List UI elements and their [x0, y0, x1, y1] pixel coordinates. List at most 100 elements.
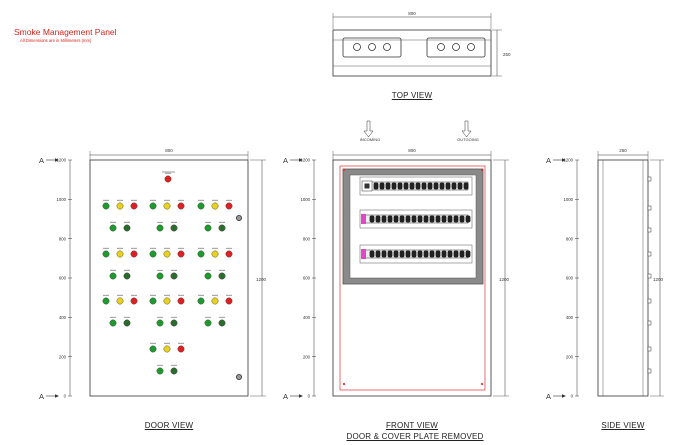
lamp-icon	[177, 202, 185, 210]
indicator-lamp	[156, 364, 164, 375]
scale-tick-label: 1200	[56, 158, 66, 163]
top-gland-hole	[467, 43, 475, 51]
lamp-icon	[123, 319, 131, 327]
indicator-lamp	[177, 199, 185, 210]
lamp-icon	[156, 272, 164, 280]
section-arrow-icon	[55, 158, 59, 162]
incoming-arrow-icon	[363, 120, 374, 138]
lamp-icon	[149, 345, 157, 353]
lamp-icon	[218, 319, 226, 327]
indicator-lamp	[204, 269, 212, 280]
terminal-block	[429, 215, 435, 223]
top-gland-plate-right	[426, 37, 486, 58]
fixing-point	[480, 168, 484, 172]
scale-tick-label: 200	[59, 354, 67, 359]
indicator-lamp	[197, 294, 205, 305]
terminal-block	[405, 250, 411, 258]
door-lock-icon	[235, 214, 242, 221]
lamp-icon	[197, 202, 205, 210]
terminal-block	[423, 215, 429, 223]
outgoing-label: OUTGOING	[457, 137, 479, 142]
indicator-lamp	[116, 247, 124, 258]
indicator-lamp	[156, 269, 164, 280]
indicator-lamp	[163, 342, 171, 353]
top-gland-plate-left	[342, 37, 402, 58]
terminal-block	[435, 250, 441, 258]
door-view-label: DOOR VIEW	[144, 421, 194, 430]
terminal-block	[393, 250, 399, 258]
terminal-block	[381, 250, 387, 258]
indicator-lamp	[116, 199, 124, 210]
terminal-block	[423, 250, 429, 258]
side-depth-dimension: 250	[619, 148, 627, 153]
scale-tick-label: 400	[303, 315, 311, 320]
terminal-block	[421, 182, 427, 190]
indicator-lamp	[130, 294, 138, 305]
indicator-lamp	[130, 247, 138, 258]
terminal-block	[465, 215, 471, 223]
lamp-icon	[156, 367, 164, 375]
terminal-block	[415, 182, 421, 190]
front-view-label: FRONT VIEW	[385, 421, 439, 430]
door-view	[89, 151, 266, 397]
indicator-lamp	[170, 269, 178, 280]
indicator-lamp	[204, 316, 212, 327]
lamp-profile	[647, 273, 652, 279]
terminal-block	[447, 215, 453, 223]
section-marker-a: A	[39, 156, 44, 165]
lamp-icon	[211, 202, 219, 210]
lamp-icon	[149, 202, 157, 210]
section-arrow-icon	[562, 158, 566, 162]
fixing-point	[342, 382, 346, 386]
door-indicator-lamps	[102, 171, 233, 375]
top-gland-hole	[353, 43, 361, 51]
lamp-icon	[130, 202, 138, 210]
lamp-profile	[647, 320, 652, 326]
lamp-icon	[218, 224, 226, 232]
scale-tick-label: 1000	[563, 197, 573, 202]
lamp-profile	[647, 368, 652, 374]
scale-tick-label: 1200	[563, 158, 573, 163]
lamp-icon	[197, 297, 205, 305]
lamp-icon	[225, 297, 233, 305]
indicator-lamp	[170, 316, 178, 327]
indicator-lamp	[163, 294, 171, 305]
indicator-lamp	[218, 316, 226, 327]
front-width-dimension: 800	[408, 148, 416, 153]
terminal-block	[393, 215, 399, 223]
indicator-lamp	[149, 199, 157, 210]
scale-tick-label: 600	[59, 276, 67, 281]
terminal-block	[459, 215, 465, 223]
lamp-icon	[156, 224, 164, 232]
lamp-icon	[163, 250, 171, 258]
lamp-icon	[163, 202, 171, 210]
lamp-icon	[116, 202, 124, 210]
front-mounting-frame	[339, 165, 486, 391]
indicator-lamp	[149, 247, 157, 258]
terminal-block	[433, 182, 439, 190]
door-outline	[89, 159, 249, 397]
lamp-icon	[123, 272, 131, 280]
scale-tick-label: 800	[59, 236, 67, 241]
terminal-block	[465, 250, 471, 258]
lamp-icon	[156, 319, 164, 327]
terminal-block	[369, 250, 375, 258]
indicator-lamp	[177, 294, 185, 305]
indicator-lamp	[225, 247, 233, 258]
terminal-block	[411, 215, 417, 223]
lamp-icon	[211, 250, 219, 258]
lamp-profile	[647, 227, 652, 233]
front-terminal-rows	[342, 168, 484, 386]
lamp-icon	[225, 250, 233, 258]
top-view	[332, 13, 502, 77]
indicator-lamp	[163, 199, 171, 210]
terminal-block	[391, 182, 397, 190]
indicator-lamp	[149, 294, 157, 305]
terminal-block	[397, 182, 403, 190]
lamp-icon	[170, 272, 178, 280]
section-marker-a: A	[283, 156, 288, 165]
